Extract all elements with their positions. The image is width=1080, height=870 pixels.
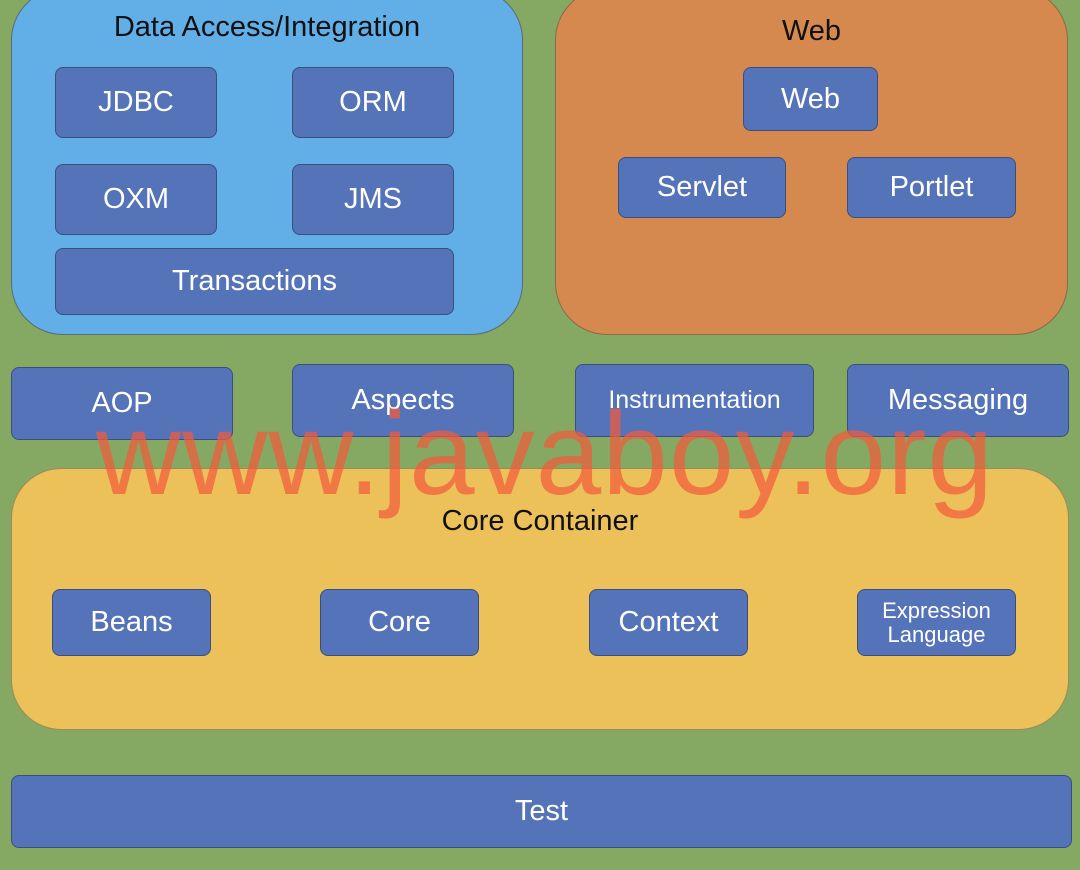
module-jdbc: JDBC [55,67,217,138]
module-orm: ORM [292,67,454,138]
core-container-title: Core Container [441,505,639,537]
module-jms: JMS [292,164,454,235]
module-aop: AOP [11,367,233,440]
module-oxm: OXM [55,164,217,235]
module-messaging: Messaging [847,364,1069,437]
module-portlet: Portlet [847,157,1016,218]
module-beans: Beans [52,589,211,656]
module-transactions: Transactions [55,248,454,315]
module-context: Context [589,589,748,656]
module-aspects: Aspects [292,364,514,437]
module-instrumentation: Instrumentation [575,364,814,437]
module-web: Web [743,67,878,131]
module-servlet: Servlet [618,157,786,218]
module-expression-language: Expression Language [857,589,1016,656]
module-core: Core [320,589,479,656]
web-group-title: Web [781,15,842,47]
module-test: Test [11,775,1072,848]
data-access-integration-title: Data Access/Integration [113,11,421,43]
